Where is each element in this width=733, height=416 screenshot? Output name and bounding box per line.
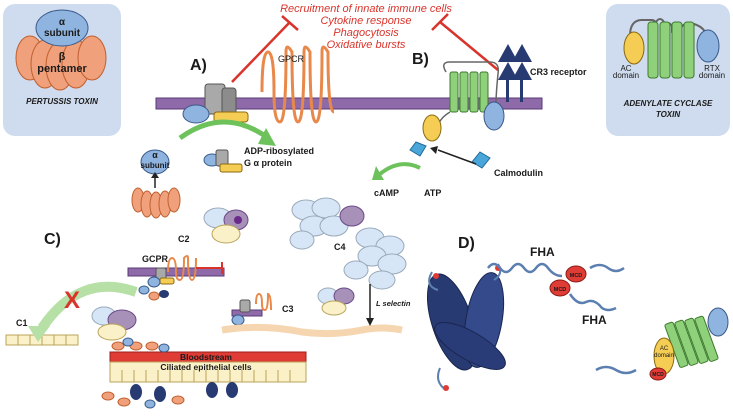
rtx-domain-label: RTX (704, 64, 721, 73)
c2-gpcr-icon (167, 255, 197, 282)
c2-immune-cells-icon (203, 207, 249, 244)
fha-bottom-strand (568, 293, 617, 312)
ac-domain-d-sub: domain (654, 353, 674, 359)
rtx-b-icon (483, 101, 505, 131)
adp-label-line1: ADP-ribosylated (244, 146, 314, 156)
act-d-helices-icon (664, 315, 719, 368)
alpha-label: α (59, 17, 66, 28)
panel-b: B) CR3 receptor cAMP ATP Calmodulin (372, 44, 587, 198)
green-arrow-a (178, 119, 270, 141)
epithelium-dividers (121, 370, 291, 382)
c1-label: C1 (16, 318, 28, 328)
alpha-sub-label: subunit (44, 28, 81, 39)
rtx-domain-sub: domain (699, 71, 725, 80)
subunit-a-label: subunit (141, 161, 170, 170)
mcd-3-icon (649, 367, 667, 381)
inhibition-line-b (439, 21, 499, 71)
mcd-3-label: MCD (652, 372, 664, 378)
gcpr-label: GCPR (142, 254, 169, 264)
panel-d: D) FHA MCD MCD FHA AC do (426, 235, 729, 391)
adenylate-cyclase-box: AC domain RTX domain ADENYLATE CYCLASE T… (606, 4, 730, 136)
c1-green-arrow (37, 281, 138, 331)
adp-label-line2: G α protein (244, 158, 292, 168)
ac-domain-sub: domain (613, 71, 639, 80)
mcd-1-label: MCD (570, 273, 583, 279)
toxin-particles (101, 337, 238, 409)
cr3-label: CR3 receptor (530, 67, 587, 77)
fha-bottom-label: FHA (582, 313, 607, 327)
panel-a-letter: A) (190, 57, 207, 74)
fha-top-label: FHA (530, 245, 555, 259)
g-protein-gray2-icon (221, 87, 237, 115)
g-alpha-icon (182, 104, 210, 124)
c3-label: C3 (282, 304, 294, 314)
fimbriae-icon (426, 263, 506, 391)
ac-domain-b-icon (422, 114, 442, 142)
green-arrowhead-a (258, 128, 276, 146)
inhibition-line-a (231, 21, 291, 83)
pertussis-toxin-title: PERTUSSIS TOXIN (26, 97, 98, 106)
c1-immune-cells-icon (91, 306, 137, 341)
adenylate-title-line2: TOXIN (656, 110, 681, 119)
effect-2: Cytokine response (320, 15, 411, 27)
calmodulin-label: Calmodulin (494, 168, 543, 178)
c3-immune-cells-icon (317, 287, 355, 316)
calmodulin-free-icon (471, 151, 491, 169)
c2-label: C2 (178, 234, 190, 244)
mcd-2-icon (549, 279, 571, 297)
c4-label: C4 (334, 242, 346, 252)
top-membrane (155, 97, 543, 110)
ciliated-epithelium-bar (109, 361, 307, 383)
panel-c: C) GCPR C2 (5, 197, 411, 409)
alpha-subunit-icon (35, 9, 89, 47)
l-selectin-label: L selectin (376, 299, 411, 308)
camp-label: cAMP (374, 188, 399, 198)
rtx-d-icon (707, 307, 729, 337)
cr3-receptor-icon (498, 44, 532, 102)
calmodulin-arrow (437, 149, 477, 165)
gpcr-icon (260, 45, 335, 124)
effect-4: Oxidative bursts (327, 39, 406, 51)
fha-top-strand (487, 262, 563, 278)
c3-gpcr-icon (255, 292, 272, 312)
beta-pentamer-icon (15, 35, 107, 91)
panel-d-letter: D) (458, 235, 475, 252)
ac-domain-label: AC (620, 64, 631, 73)
effect-1: Recruitment of innate immune cells (280, 3, 452, 15)
pentamer-a-icon (131, 187, 181, 219)
beta-sub-label: pentamer (37, 63, 87, 75)
green-arrowhead-b (372, 166, 384, 180)
ciliated-label: Ciliated epithelial cells (160, 362, 251, 372)
c3-vessel-wall (221, 323, 403, 338)
bloodstream-label: Bloodstream (180, 352, 232, 362)
x-mark: X (64, 287, 80, 314)
atp-label: ATP (424, 188, 441, 198)
adenylate-title-line1: ADENYLATE CYCLASE (623, 99, 713, 108)
effects-list: Recruitment of innate immune cells Cytok… (280, 3, 452, 51)
beta-label: β (59, 51, 66, 63)
act-green-helices-icon (647, 21, 695, 79)
effect-3: Phagocytosis (333, 27, 399, 39)
adp-yellow-icon (219, 163, 243, 173)
panel-a: A) GPCR α subunit ADP-ribosylated G α pr… (131, 45, 335, 219)
gpcr-label: GPCR (278, 54, 305, 64)
ac-domain-d-label: AC (660, 346, 669, 352)
panel-b-letter: B) (412, 51, 429, 68)
c1-green-arrowhead (28, 326, 50, 342)
ac-domain-icon (623, 31, 645, 65)
green-arrow-b (378, 162, 421, 176)
rtx-domain-icon (696, 29, 720, 63)
alpha-a-label: α (152, 150, 158, 160)
mcd-2-label: MCD (554, 287, 567, 293)
c2-small-proteins (138, 285, 169, 301)
pertussis-toxin-box: α subunit β pentamer PERTUSSIS TOXIN (3, 4, 121, 136)
panel-c-letter: C) (44, 231, 61, 248)
mcd-1-icon (565, 265, 587, 283)
calmodulin-bound-icon (409, 141, 427, 157)
c4-cell-cluster (289, 197, 407, 290)
